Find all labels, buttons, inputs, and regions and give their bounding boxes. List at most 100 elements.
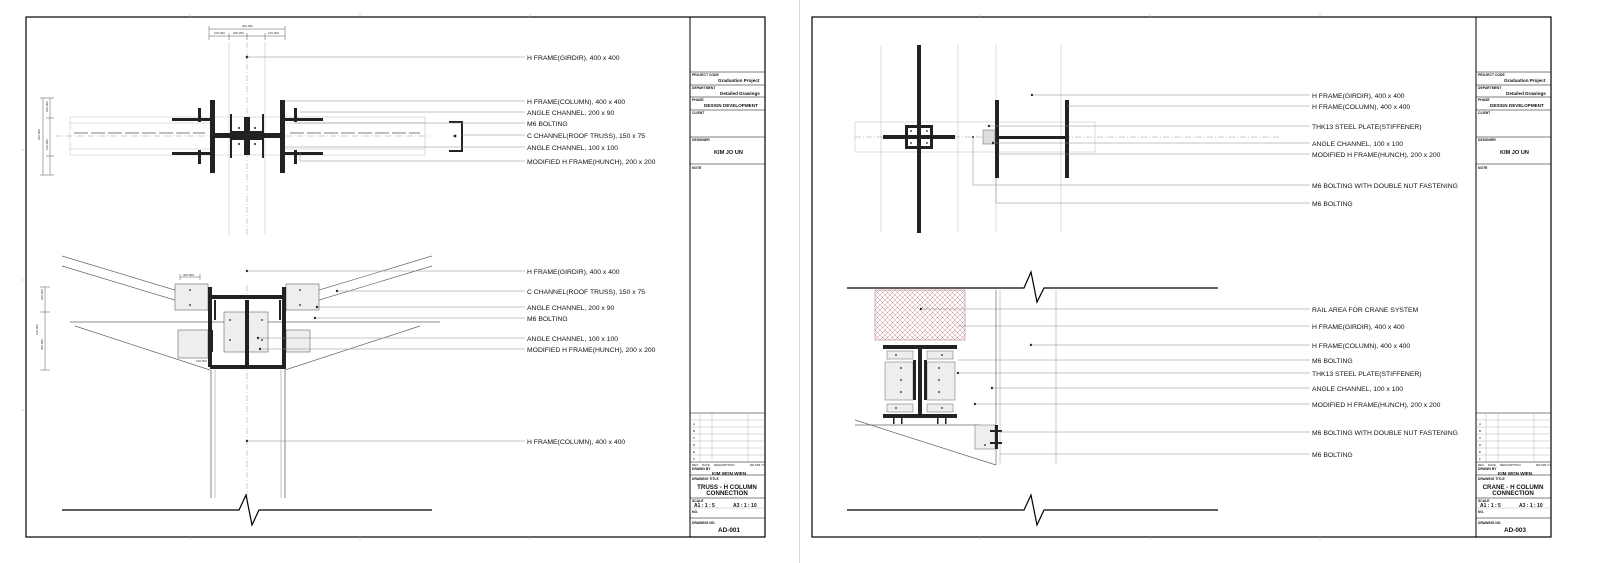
callout-label: MODIFIED H FRAME(HUNCH), 200 x 200	[1312, 402, 1441, 409]
department-value: Detailed Drawings	[1506, 91, 1546, 96]
project-code-label: PROJECT CODE	[1478, 73, 1505, 77]
callout-label: H FRAME(GIRDIR), 400 x 400	[527, 55, 620, 62]
revision-a: A	[693, 422, 695, 426]
elevation-view-bottom	[847, 270, 1218, 527]
dimension-label: 200.000	[233, 31, 244, 35]
drawing-title-label: DRAWING TITLE	[1478, 477, 1505, 481]
date-format-header: DD.MM.YY	[1536, 463, 1551, 467]
title-block: PROJECT CODE Graduation Project DEPARTME…	[689, 16, 766, 538]
revision-e: E	[1479, 450, 1481, 454]
drawing-title-line-2: CONNECTION	[1492, 490, 1534, 497]
callout-label: H FRAME(GIRDIR), 400 x 400	[1312, 324, 1405, 331]
dimension-label: 200.000	[40, 289, 44, 300]
callout-label: MODIFIED H FRAME(HUNCH), 200 x 200	[1312, 152, 1441, 159]
callout-label: H FRAME(GIRDIR), 400 x 400	[527, 269, 620, 276]
designer-label: DESIGNER	[692, 138, 710, 142]
dimension-label: 100.000	[196, 359, 207, 363]
plan-view-top: 400.000 100.000 200.000 100.000 200.000 …	[37, 24, 463, 235]
date-format-header: DD.MM.YY	[750, 463, 765, 467]
scale-label: SCALE	[692, 499, 704, 503]
callout-label: C CHANNEL(ROOF TRUSS), 150 x 75	[527, 289, 645, 296]
drawing-no-label: DRAWING NO.	[692, 521, 715, 525]
callout-label: ANGLE CHANNEL, 100 x 100	[1312, 386, 1403, 393]
designer-value: KIM JO UN	[714, 150, 743, 156]
callout-label: C CHANNEL(ROOF TRUSS), 150 x 75	[527, 133, 645, 140]
dimension-label: 200.000	[40, 339, 44, 350]
no-label: NO.	[1478, 510, 1484, 514]
dimension-label: 200.000	[37, 129, 41, 140]
truss-column-connection-drawing: 400.000 100.000 200.000 100.000 200.000 …	[22, 14, 766, 540]
drawing-title-line-1: TRUSS - H COLUMN	[697, 484, 757, 491]
title-block: PROJECT CODE Graduation Project DEPARTME…	[1475, 16, 1552, 538]
project-code-label: PROJECT CODE	[692, 73, 719, 77]
phase-value: DESIGN DEVELOPMENT	[704, 103, 758, 108]
drawing-sheet-ad-001: 400.000 100.000 200.000 100.000 200.000 …	[0, 0, 799, 563]
callout-label: M6 BOLTING	[1312, 358, 1353, 365]
callout-label: MODIFIED H FRAME(HUNCH), 200 x 200	[527, 159, 656, 166]
callout-label: H FRAME(COLUMN), 400 x 400	[1312, 343, 1410, 350]
scale-label: SCALE	[1478, 499, 1490, 503]
dimension-label: 400.000	[183, 273, 194, 277]
callout-label: H FRAME(COLUMN), 400 x 400	[527, 99, 625, 106]
phase-value: DESIGN DEVELOPMENT	[1490, 103, 1544, 108]
description-header: DESCRIPTION	[714, 463, 735, 467]
crane-column-connection-drawing: H FRAME(GIRDIR), 400 x 400 H FRAME(COLUM…	[811, 14, 1552, 540]
callout-label: M6 BOLTING	[527, 121, 568, 128]
drawn-by-label: DRAWN BY	[1478, 467, 1497, 471]
elevation-view-bottom: 400.000 200.000 100.000 200.000 100.000	[35, 255, 440, 527]
rev-header: REV.	[1478, 463, 1485, 467]
callout-label: THK13 STEEL PLATE(STIFFENER)	[1312, 371, 1422, 378]
rev-header: REV.	[692, 463, 699, 467]
callout-label: H FRAME(COLUMN), 400 x 400	[527, 439, 625, 446]
project-code-value: Graduation Project	[1504, 78, 1546, 83]
leader-lines	[921, 94, 1310, 455]
department-value: Detailed Drawings	[720, 91, 760, 96]
client-label: CLIENT	[1478, 111, 1491, 115]
plan-view-top	[854, 45, 1280, 233]
drawing-title-label: DRAWING TITLE	[692, 477, 719, 481]
revision-d: D	[693, 443, 696, 447]
callout-label: M6 BOLTING	[1312, 452, 1353, 459]
scale-a1: A1 : 1 : 5	[1480, 503, 1501, 509]
scale-a1: A1 : 1 : 5	[694, 503, 715, 509]
revision-c: C	[1479, 436, 1482, 440]
revision-c: C	[693, 436, 696, 440]
revision-f: F	[1479, 457, 1481, 461]
drawn-by-value: KIM WON WIEN	[1498, 471, 1533, 476]
revision-b: B	[1479, 429, 1481, 433]
date-header: DATE	[1488, 463, 1496, 467]
revision-e: E	[693, 450, 695, 454]
sheet-divider	[799, 0, 800, 563]
callout-label: M6 BOLTING	[527, 316, 568, 323]
callout-label: H FRAME(GIRDIR), 400 x 400	[1312, 93, 1405, 100]
drawing-no-label: DRAWING NO.	[1478, 521, 1501, 525]
phase-label: PHASE	[1478, 98, 1490, 102]
revision-a: A	[1479, 422, 1481, 426]
dimension-label: 100.000	[35, 324, 39, 335]
drawing-title-line-1: CRANE - H COLUMN	[1483, 484, 1544, 491]
dimension-label: 100.000	[214, 31, 225, 35]
drawing-title-line-2: CONNECTION	[706, 490, 748, 497]
designer-value: KIM JO UN	[1500, 150, 1529, 156]
drawing-no-value: AD-003	[1504, 527, 1526, 534]
revision-d: D	[1479, 443, 1482, 447]
drawing-sheet-ad-003: H FRAME(GIRDIR), 400 x 400 H FRAME(COLUM…	[800, 0, 1599, 563]
callout-labels: H FRAME(GIRDIR), 400 x 400 H FRAME(COLUM…	[1312, 93, 1458, 459]
project-code-value: Graduation Project	[718, 78, 760, 83]
note-label: NOTE	[692, 166, 702, 170]
callout-label: MODIFIED H FRAME(HUNCH), 200 x 200	[527, 347, 656, 354]
dimension-label: 400.000	[242, 24, 253, 28]
callout-label: M6 BOLTING WITH DOUBLE NUT FASTENING	[1312, 183, 1458, 190]
callout-label: M6 BOLTING WITH DOUBLE NUT FASTENING	[1312, 430, 1458, 437]
description-header: DESCRIPTION	[1500, 463, 1521, 467]
edge-ticks	[979, 14, 1321, 540]
department-label: DEPARTMENT	[692, 86, 716, 90]
edge-ticks	[22, 14, 531, 540]
drawn-by-value: KIM WON WIEN	[712, 471, 747, 476]
callout-labels: H FRAME(GIRDIR), 400 x 400 H FRAME(COLUM…	[527, 55, 656, 446]
crane-rail-area	[874, 289, 966, 341]
designer-label: DESIGNER	[1478, 138, 1496, 142]
note-label: NOTE	[1478, 166, 1488, 170]
date-header: DATE	[702, 463, 710, 467]
